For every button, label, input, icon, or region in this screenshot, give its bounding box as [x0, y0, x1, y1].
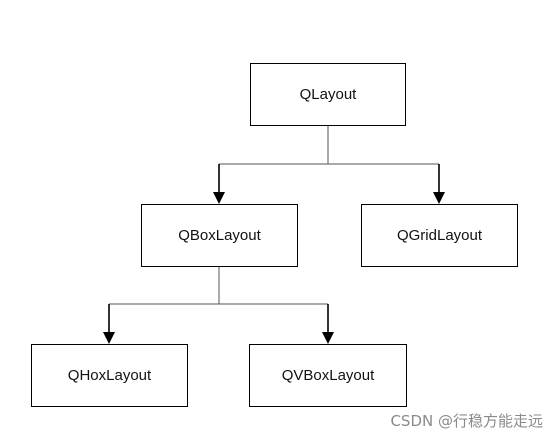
- node-qvboxlayout: QVBoxLayout: [249, 344, 407, 407]
- arrowhead-qgridlayout: [433, 192, 445, 204]
- node-qboxlayout: QBoxLayout: [141, 204, 298, 267]
- watermark: CSDN @行稳方能走远: [390, 412, 543, 430]
- node-qboxlayout-label: QBoxLayout: [178, 227, 261, 244]
- node-qhoxlayout-label: QHoxLayout: [67, 367, 152, 384]
- arrowhead-qvboxlayout: [322, 332, 334, 344]
- node-qlayout: QLayout: [250, 63, 406, 126]
- arrowhead-qhoxlayout: [103, 332, 115, 344]
- node-qgridlayout: QGridLayout: [361, 204, 518, 267]
- node-qgridlayout-label: QGridLayout: [396, 227, 483, 244]
- node-qlayout-label: QLayout: [299, 86, 357, 103]
- node-qhoxlayout: QHoxLayout: [31, 344, 188, 407]
- node-qvboxlayout-label: QVBoxLayout: [281, 367, 375, 384]
- arrowhead-qboxlayout: [213, 192, 225, 204]
